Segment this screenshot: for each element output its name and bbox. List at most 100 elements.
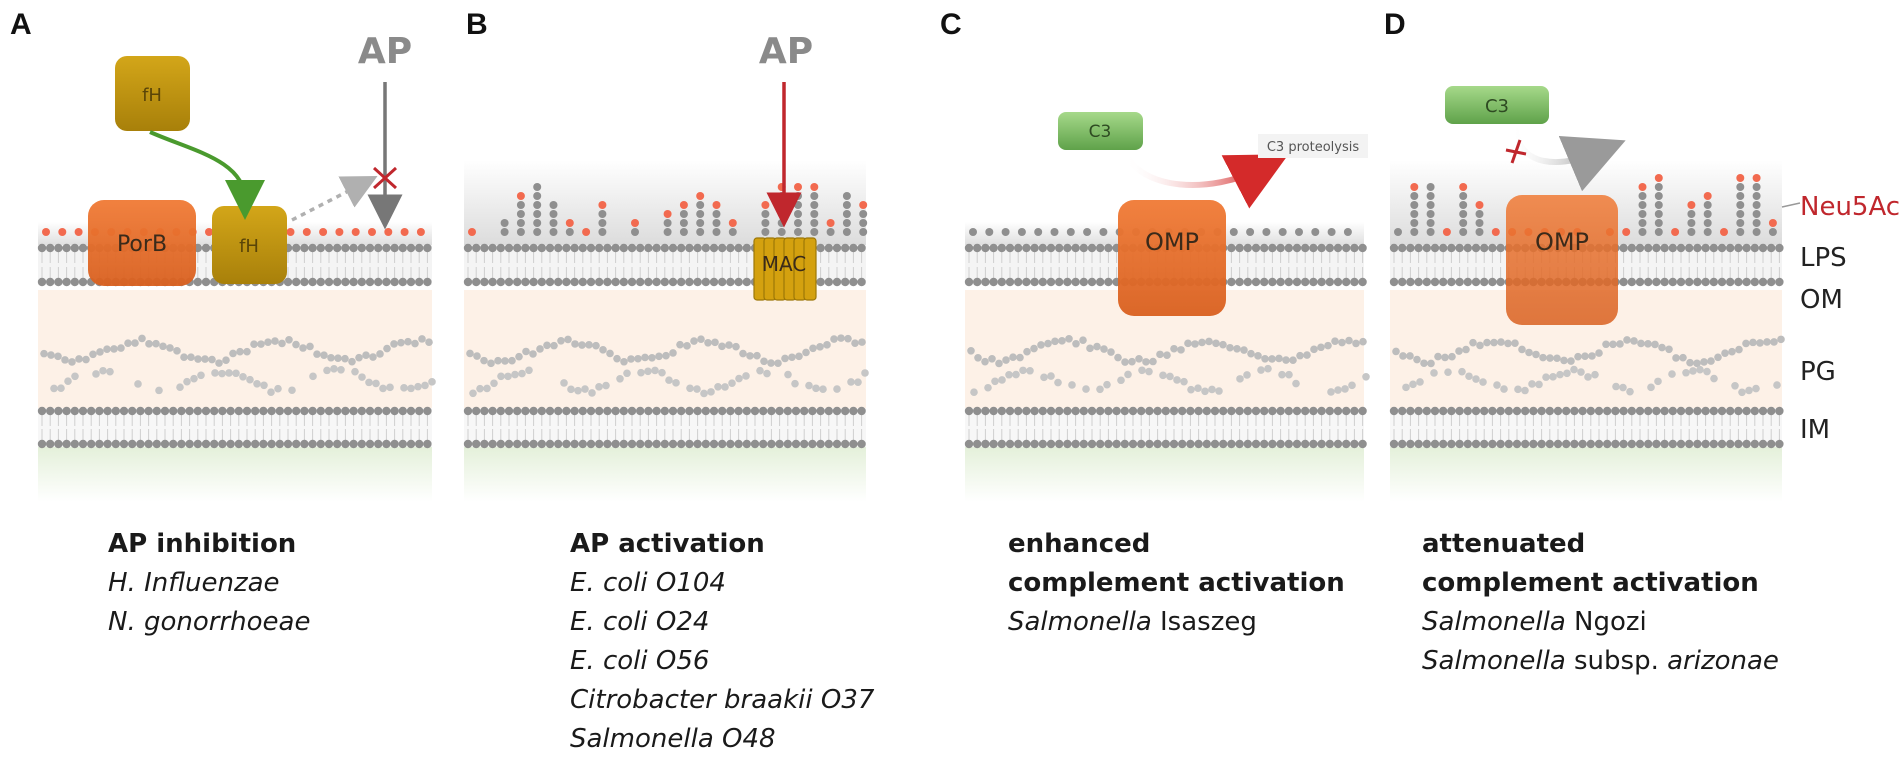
pg-bead	[1240, 346, 1248, 354]
lipid-head	[1268, 277, 1277, 287]
lipid-head	[1128, 439, 1138, 449]
pg-bead	[1016, 353, 1024, 362]
lipid-head	[578, 406, 587, 416]
lipid-head	[1586, 406, 1596, 416]
neu5ac-bead	[58, 228, 67, 236]
lipid-head	[1169, 439, 1179, 449]
pg-bead	[1647, 383, 1655, 392]
lipid-head	[1210, 406, 1220, 416]
pg-bead	[215, 359, 223, 367]
pg-bead	[795, 352, 803, 361]
lipid-head	[119, 406, 129, 416]
lps-sugar-bead	[842, 201, 851, 209]
lps-sugar-bead	[810, 192, 819, 200]
pg-bead	[99, 366, 107, 375]
lipid-head	[595, 406, 604, 416]
lipid-head	[95, 439, 104, 449]
lipid-head	[1251, 439, 1261, 449]
lipid-head	[652, 243, 661, 253]
lps-sugar-bead	[696, 210, 705, 218]
lipid-head	[423, 406, 432, 416]
lipid-head	[1529, 439, 1538, 449]
lipid-head	[333, 277, 342, 287]
lps-sugar-bead	[533, 201, 542, 209]
pg-bead	[469, 389, 477, 398]
lps-sugar-bead	[1736, 201, 1745, 209]
pg-bead	[421, 381, 429, 390]
lipid-head	[1447, 243, 1456, 253]
lipid-head	[742, 406, 751, 416]
lps-sugar-bead	[777, 219, 786, 227]
lipid-head	[1750, 406, 1760, 416]
pg-bead	[1086, 344, 1094, 353]
lipid-head	[1005, 439, 1015, 449]
lipid-head	[1709, 439, 1719, 449]
neu5ac-bead	[516, 192, 525, 200]
lipid-head	[832, 277, 842, 287]
lipid-head	[1619, 243, 1628, 253]
lipid-head	[1079, 277, 1089, 287]
pg-bead	[1142, 358, 1150, 366]
lipid-head	[1496, 243, 1505, 253]
lipid-head	[1439, 406, 1448, 416]
lipid-head	[627, 439, 637, 449]
lipid-head	[660, 406, 669, 416]
lipid-head	[964, 406, 974, 416]
lipid-head	[1578, 406, 1587, 416]
lipid-head	[1496, 406, 1505, 416]
lipid-head	[693, 243, 702, 253]
lipid-head	[1096, 277, 1105, 287]
lipid-head	[1342, 406, 1351, 416]
lipid-head	[824, 277, 833, 287]
lipid-head	[734, 439, 743, 449]
pg-bead	[183, 377, 191, 386]
lipid-head	[1742, 243, 1751, 253]
lps-sugar-bead	[859, 210, 868, 218]
lipid-head	[1742, 406, 1751, 416]
lipid-head	[668, 243, 678, 253]
pg-bead	[592, 341, 600, 350]
pg-bead	[802, 348, 810, 357]
neu5ac-bead	[335, 228, 344, 236]
lps-sugar-bead	[1262, 228, 1271, 236]
neu5ac-bead	[1768, 219, 1777, 227]
lps-sugar-bead	[696, 201, 705, 209]
panel-letter-d: D	[1384, 8, 1406, 41]
lipid-head	[701, 243, 710, 253]
pg-bead	[1282, 356, 1290, 364]
lipid-head	[1260, 243, 1269, 253]
pg-bead	[138, 334, 146, 343]
pg-bead	[606, 349, 614, 358]
lipid-head	[1325, 406, 1335, 416]
pg-bead	[816, 343, 824, 351]
lipid-head	[488, 439, 497, 449]
pg-bead	[823, 341, 831, 349]
pg-bead	[725, 341, 733, 349]
lipid-head	[1537, 406, 1546, 416]
pg-bead	[1037, 341, 1045, 349]
pg-bead	[208, 355, 216, 364]
pg-bead	[753, 351, 761, 360]
lipid-head	[1389, 243, 1399, 253]
neu5ac-bead	[319, 228, 328, 236]
lipid-head	[1350, 243, 1359, 253]
pg-bead	[1180, 377, 1188, 386]
lipid-head	[37, 277, 47, 287]
pg-bead	[581, 385, 589, 393]
pg-bead	[833, 385, 841, 393]
lipid-head	[111, 406, 121, 416]
pg-bead	[1187, 385, 1195, 394]
lipid-head	[1422, 406, 1432, 416]
pg-bead	[404, 337, 412, 346]
lipid-head	[1022, 439, 1031, 449]
neu5ac-bead	[1442, 228, 1451, 236]
lps-sugar-bead	[969, 228, 977, 236]
lipid-head	[46, 439, 55, 449]
pg-bead	[383, 344, 391, 353]
neu5ac-bead	[663, 210, 672, 218]
neu5ac-bead	[74, 228, 83, 236]
lipid-head	[1317, 277, 1326, 287]
lipid-head	[1701, 243, 1710, 253]
pg-bead	[1532, 350, 1540, 359]
pg-bead	[190, 374, 198, 383]
